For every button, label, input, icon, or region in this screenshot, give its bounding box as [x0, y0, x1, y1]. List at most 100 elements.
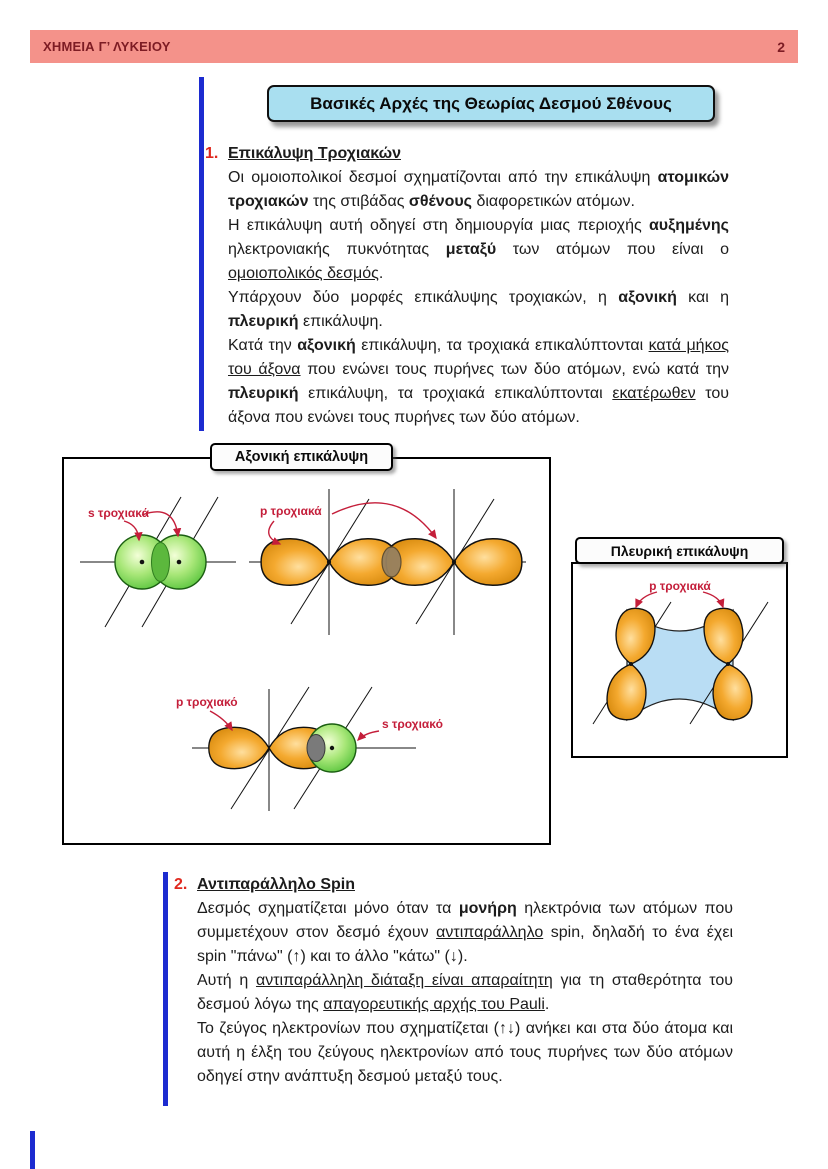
- p-lobe: [453, 537, 523, 587]
- paragraph: Το ζεύγος ηλεκτρονίων που σχηματίζεται (…: [197, 1017, 733, 1089]
- nucleus-dot: [326, 559, 332, 565]
- text-segment: ↑: [292, 948, 301, 965]
- figure-lateral-title: Πλευρική επικάλυψη: [610, 542, 749, 559]
- figure-axial-overlap: s τροχιακά p τροχιακά: [62, 457, 551, 845]
- text-segment: για τη σταθερότητα του δεσμού λόγω της: [197, 972, 733, 1013]
- text-segment: ↑↓: [499, 1020, 516, 1037]
- text-segment: ) και το άλλο "κάτω" (: [300, 948, 450, 965]
- text-segment: σθένους: [408, 193, 472, 210]
- section2-title: Αντιπαράλληλο Spin: [197, 876, 355, 893]
- p-orbitals-label: p τροχιακά: [260, 504, 322, 518]
- p-p-axial-overlap-group: p τροχιακά: [249, 489, 526, 635]
- figure-axial-title: Αξονική επικάλυψη: [234, 449, 369, 465]
- pointer-arrow-icon: [357, 730, 380, 741]
- p-s-overlap-region: [306, 734, 326, 762]
- text-segment: εκατέρωθεν: [612, 385, 696, 402]
- section2-accent-bar: [163, 872, 168, 1106]
- text-segment: μονήρη: [458, 900, 517, 917]
- nucleus-dot: [176, 559, 182, 565]
- s-orbital-label: s τροχιακό: [382, 717, 443, 731]
- paragraph: Η επικάλυψη αυτή οδηγεί στη δημιουργία μ…: [228, 214, 729, 286]
- paragraph: Δεσμός σχηματίζεται μόνο όταν τα μονήρη …: [197, 897, 733, 969]
- text-segment: ομοιοπολικός δεσμός: [228, 265, 379, 282]
- page-header: ΧΗΜΕΙΑ Γ’ ΛΥΚΕΙΟΥ 2: [30, 30, 798, 63]
- text-segment: κατά μήκος του άξονα: [228, 337, 729, 378]
- p-lobe: [260, 537, 330, 587]
- figure-axial-label: Αξονική επικάλυψη: [210, 443, 393, 471]
- paragraph: Υπάρχουν δύο μορφές επικάλυψης τροχιακών…: [228, 286, 729, 334]
- text-segment: του άξονα που ενώνει τους πυρήνες των δύ…: [228, 385, 730, 426]
- text-segment: μεταξύ: [445, 241, 497, 258]
- paragraph: Οι ομοιοπολικοί δεσμοί σχηματίζονται από…: [228, 166, 729, 214]
- text-segment: επικάλυψη, τα τροχιακά επικαλύπτονται: [355, 337, 649, 354]
- section2-heading: 2. Αντιπαράλληλο Spin: [174, 873, 733, 897]
- figure-lateral-label: Πλευρική επικάλυψη: [575, 537, 784, 564]
- p-orbital-label: p τροχιακό: [176, 695, 238, 709]
- p-lobe: [208, 726, 270, 770]
- p-p-overlap-region: [381, 546, 402, 578]
- text-segment: ηλεκτρονιακής πυκνότητας: [228, 241, 446, 258]
- text-segment: Κατά την: [228, 337, 298, 354]
- nucleus-dot: [726, 662, 730, 666]
- nucleus-dot: [139, 559, 145, 565]
- section2-number: 2.: [174, 876, 188, 893]
- paragraph: Αυτή η αντιπαράλληλη διάταξη είναι απαρα…: [197, 969, 733, 1017]
- p-s-overlap-group: p τροχιακό s τροχιακό: [176, 686, 443, 811]
- text-segment: αξονική: [618, 289, 677, 306]
- section1-accent-bar: [199, 77, 204, 431]
- text-segment: των ατόμων που είναι ο: [496, 241, 730, 258]
- text-segment: διαφορετικών ατόμων.: [472, 193, 635, 210]
- s-s-overlap-region: [151, 542, 170, 582]
- figure-lateral-overlap: p τροχιακά: [571, 562, 788, 758]
- text-segment: .: [544, 996, 550, 1013]
- text-segment: spin, δηλαδή το ένα έχει spin "πάνω" (: [197, 924, 734, 965]
- lateral-overlap-diagram: p τροχιακά: [592, 579, 769, 725]
- text-segment: ηλεκτρόνια των ατόμων που συμμετέχουν στ…: [197, 900, 733, 941]
- text-segment: .: [378, 265, 384, 282]
- text-segment: Δεσμός σχηματίζεται μόνο όταν τα: [197, 900, 459, 917]
- text-segment: Αυτή η: [197, 972, 256, 989]
- text-segment: αξονική: [297, 337, 356, 354]
- text-segment: αντιπαράλληλο: [436, 924, 544, 941]
- next-section-accent-bar: [30, 1131, 35, 1169]
- section1-title: Επικάλυψη Τροχιακών: [228, 145, 401, 162]
- text-segment: και η: [676, 289, 729, 306]
- text-segment: απαγορευτικής αρχής του Pauli: [323, 996, 545, 1013]
- page-number: 2: [777, 38, 785, 55]
- text-segment: αυξημένης: [648, 217, 729, 234]
- text-segment: Οι ομοιοπολικοί δεσμοί σχηματίζονται από…: [228, 169, 658, 186]
- text-segment: ατομικών τροχιακών: [228, 169, 729, 210]
- pointer-arrow-icon: [702, 591, 725, 609]
- text-segment: πλευρική: [228, 385, 299, 402]
- nucleus-dot: [329, 745, 335, 751]
- text-segment: επικάλυψη.: [298, 313, 383, 330]
- text-segment: Το ζεύγος ηλεκτρονίων που σχηματίζεται (: [197, 1020, 500, 1037]
- text-segment: αντιπαράλληλη διάταξη είναι απαραίτητη: [255, 972, 553, 989]
- nucleus-dot: [629, 662, 633, 666]
- axial-overlap-diagram: s τροχιακά p τροχιακά: [80, 489, 526, 811]
- pointer-arrow-icon: [209, 710, 233, 732]
- s-s-overlap-group: s τροχιακά: [80, 496, 236, 628]
- nucleus-dot: [451, 559, 457, 565]
- p-orbitals-label: p τροχιακά: [649, 579, 711, 593]
- text-segment: Η επικάλυψη αυτή οδηγεί στη δημιουργία μ…: [228, 217, 649, 234]
- text-segment: που ενώνει τους πυρήνες των δύο ατόμων, …: [300, 361, 729, 378]
- section1-heading: 1. Επικάλυψη Τροχιακών: [205, 142, 729, 166]
- s-orbitals-label: s τροχιακά: [88, 506, 150, 520]
- pointer-arrow-icon: [141, 511, 182, 538]
- text-segment: ↓: [449, 948, 458, 965]
- text-segment: της στιβάδας: [308, 193, 409, 210]
- main-title-box: Βασικές Αρχές της Θεωρίας Δεσμού Σθένους: [267, 85, 715, 122]
- text-segment: Υπάρχουν δύο μορφές επικάλυψης τροχιακών…: [228, 289, 619, 306]
- header-title: ΧΗΜΕΙΑ Γ’ ΛΥΚΕΙΟΥ: [43, 39, 171, 54]
- section-1: 1. Επικάλυψη Τροχιακών Οι ομοιοπολικοί δ…: [205, 142, 729, 430]
- paragraph: Κατά την αξονική επικάλυψη, τα τροχιακά …: [228, 334, 729, 430]
- text-segment: ).: [457, 948, 468, 965]
- section1-number: 1.: [205, 145, 219, 162]
- main-title: Βασικές Αρχές της Θεωρίας Δεσμού Σθένους: [310, 93, 672, 113]
- pointer-arrow-icon: [123, 520, 143, 542]
- pointer-arrow-icon: [331, 502, 437, 540]
- text-segment: ) ανήκει και στα δύο άτομα και αυτή η έλ…: [197, 1020, 733, 1085]
- pointer-arrow-icon: [268, 520, 282, 545]
